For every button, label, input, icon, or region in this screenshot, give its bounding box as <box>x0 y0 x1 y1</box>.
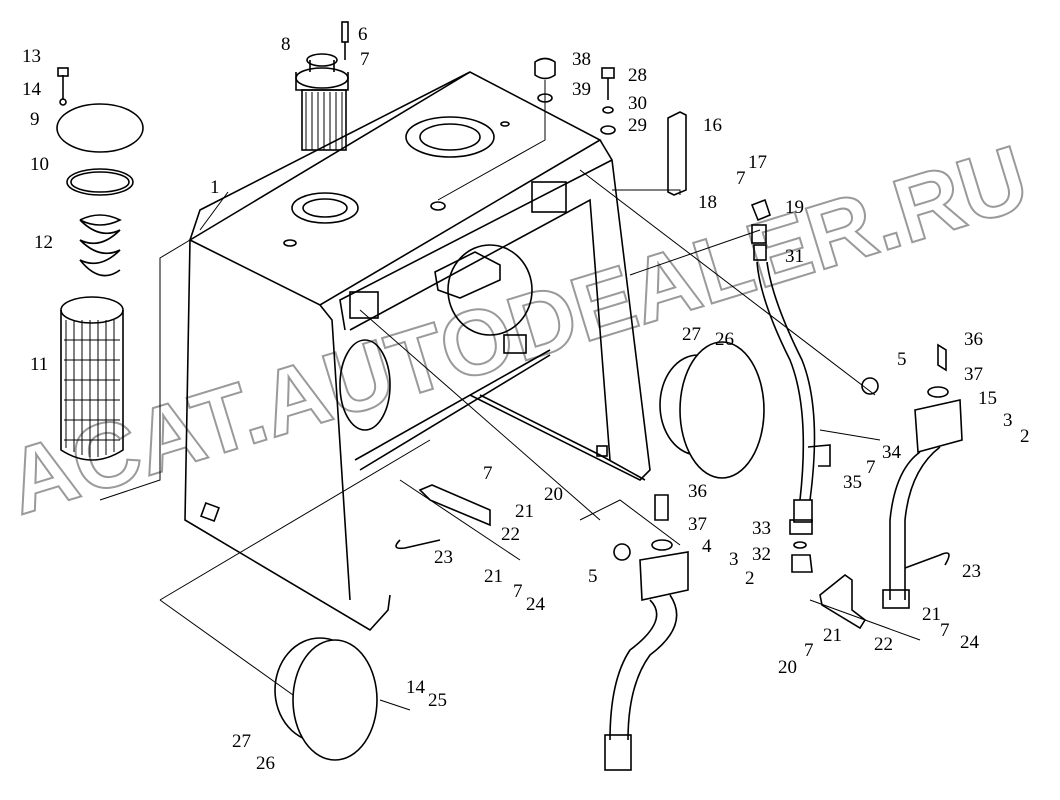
callout-26: 26 <box>715 329 734 350</box>
callout-28: 28 <box>628 65 647 86</box>
callout-13: 13 <box>22 46 41 67</box>
callout-15: 15 <box>978 388 997 409</box>
callout-7: 7 <box>804 640 814 661</box>
callout-32: 32 <box>752 544 771 565</box>
callout-24: 24 <box>526 594 546 615</box>
callout-4: 4 <box>702 536 712 557</box>
callout-20: 20 <box>544 484 563 505</box>
callout-23: 23 <box>434 547 453 568</box>
callout-19: 19 <box>785 197 804 218</box>
callout-14: 14 <box>22 79 42 100</box>
callout-21: 21 <box>823 625 842 646</box>
filter-assembly <box>56 67 144 461</box>
callout-39: 39 <box>572 79 591 100</box>
callout-5: 5 <box>897 349 907 370</box>
callout-3: 3 <box>729 549 739 570</box>
manifold-blocks <box>604 343 963 771</box>
callout-7: 7 <box>360 49 370 70</box>
callout-23: 23 <box>962 561 981 582</box>
callout-22: 22 <box>501 524 520 545</box>
callout-25: 25 <box>428 690 447 711</box>
callout-6: 6 <box>358 24 368 45</box>
callout-30: 30 <box>628 93 647 114</box>
brackets <box>395 484 950 630</box>
callout-18: 18 <box>698 192 717 213</box>
callout-38: 38 <box>572 49 591 70</box>
callout-26: 26 <box>256 753 275 774</box>
callout-34: 34 <box>882 442 902 463</box>
hydraulic-tank <box>184 71 651 632</box>
callout-7: 7 <box>513 581 523 602</box>
bar-16 <box>667 111 687 196</box>
callout-21: 21 <box>922 604 941 625</box>
callout-16: 16 <box>703 115 722 136</box>
breather-strainer <box>295 21 349 151</box>
callout-22: 22 <box>874 634 893 655</box>
callout-12: 12 <box>34 232 53 253</box>
callout-11: 11 <box>30 354 48 375</box>
callout-7: 7 <box>940 620 950 641</box>
leader-lines <box>99 80 921 711</box>
covers <box>274 341 765 761</box>
callout-31: 31 <box>785 246 804 267</box>
callout-2: 2 <box>1020 426 1030 447</box>
callout-8: 8 <box>281 34 291 55</box>
callout-21: 21 <box>484 566 503 587</box>
callout-5: 5 <box>588 566 598 587</box>
callout-20: 20 <box>778 657 797 678</box>
callout-37: 37 <box>964 364 983 385</box>
callout-36: 36 <box>964 329 983 350</box>
callout-17: 17 <box>748 152 767 173</box>
callout-29: 29 <box>628 115 647 136</box>
callout-27: 27 <box>232 731 251 752</box>
callout-7: 7 <box>483 463 493 484</box>
callout-24: 24 <box>960 632 980 653</box>
callout-10: 10 <box>30 154 49 175</box>
callout-35: 35 <box>843 472 862 493</box>
callout-37: 37 <box>688 514 707 535</box>
callout-7: 7 <box>866 457 876 478</box>
callout-2: 2 <box>745 568 755 589</box>
callout-27: 27 <box>682 324 701 345</box>
callout-33: 33 <box>752 518 771 539</box>
callout-labels: 13 14 9 10 12 11 1 8 6 7 38 39 28 30 29 … <box>22 24 1030 774</box>
hose-assembly <box>750 198 831 573</box>
callout-36: 36 <box>688 481 707 502</box>
callout-1: 1 <box>210 177 220 198</box>
callout-9: 9 <box>30 109 40 130</box>
callout-14: 14 <box>406 677 426 698</box>
callout-7: 7 <box>736 168 746 189</box>
callout-21: 21 <box>515 501 534 522</box>
callout-3: 3 <box>1003 410 1013 431</box>
cap-and-bolts <box>534 57 616 135</box>
